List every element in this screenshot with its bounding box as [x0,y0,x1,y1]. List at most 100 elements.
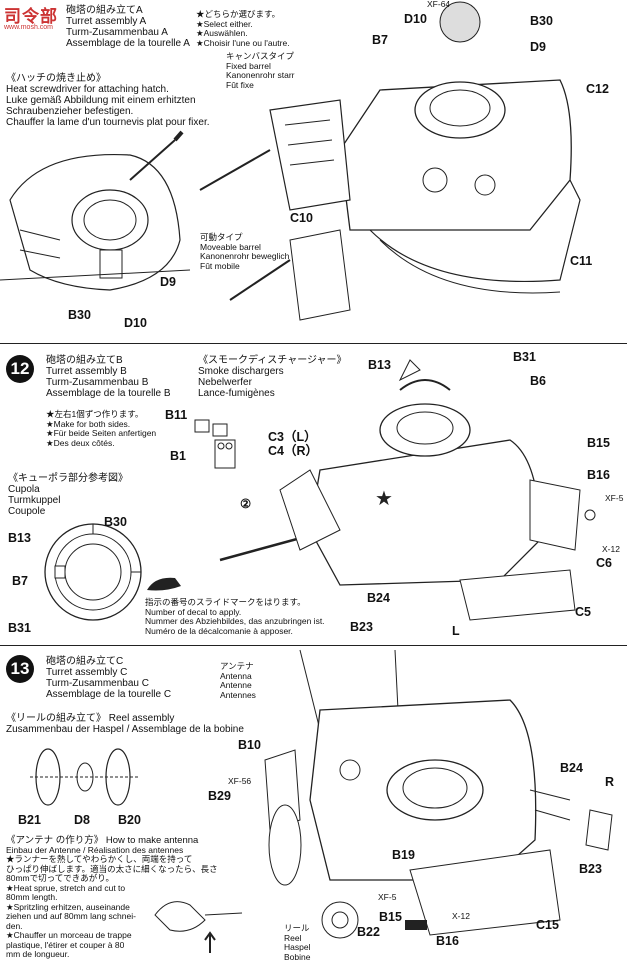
part-xf5: XF-5 [605,493,624,503]
part-b30-hatch: B30 [68,308,91,322]
decal-note-en: Number of decal to apply. [145,606,242,617]
part-b6: B6 [530,374,546,388]
select-note-en: ★Select either. [196,18,253,29]
step12-title-fr: Assemblage de la tourelle B [46,388,171,399]
step12-title-de: Turm-Zusammenbau B [46,377,149,388]
part-xf56: XF-56 [228,776,252,786]
part-c4: C4（R） [268,444,319,458]
part-b16-13: B16 [436,934,459,948]
step13-title-fr: Assemblage de la tourelle C [46,689,172,700]
part-b15-13: B15 [379,910,402,924]
decal-arrow-icon [147,577,181,591]
howto-sub: Einbau der Antenne / Réalisation des ant… [6,844,184,855]
both-sides-fr: ★Des deux côtés. [46,437,115,448]
howto-fr-2: plastique, l'étirer et couper à 80 [6,939,125,950]
part-b1: B1 [170,449,186,463]
part-b29: B29 [208,789,231,803]
step11-hatch-drawing [0,130,191,291]
part-b24: B24 [367,591,390,605]
reel-note-title: 《リールの組み立て》 Reel assembly [6,713,175,724]
howto-de-3: den. [6,920,23,931]
reel-label-en: Reel [284,932,302,943]
part-b19: B19 [392,848,415,862]
hatch-note-fr: Chauffer la lame d'un tournevis plat pou… [6,117,210,128]
divider-step11-12 [0,343,627,344]
cupola-note-en: Cupola [8,484,40,495]
movable-barrel-de: Kanonenrohr beweglich [200,251,290,261]
antenna-label-fr: Antennes [220,689,256,700]
smoke-note-en: Smoke dischargers [198,366,284,377]
step12-title-en: Turret assembly B [46,366,127,377]
part-r: R [605,775,615,789]
step13-title: 砲塔の組み立てC Turret assembly C Turm-Zusammen… [46,656,171,700]
part-c6: C6 [596,556,612,570]
part-l: L [452,624,460,638]
step11-title: 砲塔の組み立てA Turret assembly A Turm-Zusammen… [66,5,190,49]
step12-cupola-drawing [44,523,142,621]
part-b31-cupola: B31 [8,621,31,635]
step13-title-de: Turm-Zusammenbau C [46,678,149,689]
part-b23-13: B23 [579,862,602,876]
step13-reel-label: リール Reel Haspel Bobine [284,923,311,962]
part-b15: B15 [587,436,610,450]
part-b30-cupola: B30 [104,515,127,529]
howto-fr-1: ★Chauffer un morceau de trappe [6,930,132,940]
part-b22: B22 [357,925,380,939]
part-d9-hatch: D9 [160,275,176,289]
decal-ref-2: ② [240,497,252,511]
part-x12-13: X-12 [452,911,470,921]
step12-title: 砲塔の組み立てB Turret assembly B Turm-Zusammen… [46,355,171,399]
part-d8: D8 [74,813,90,827]
hatch-note-de: Luke gemäß Abbildung mit einem erhitzten [6,95,196,106]
fixed-barrel-ja: キャンバスタイプ [226,51,295,61]
step12-turret-drawing: ★ [219,359,596,621]
fixed-barrel-de: Kanonenrohr starr [226,70,295,80]
cupola-note-ja: 《キューポラ部分参考図》 [8,473,128,484]
howto-ja-2: ひっぱり伸ばします。適当の太さに細くなったら、長さ [6,863,218,874]
part-b10: B10 [238,738,261,752]
howto-en-2: 80mm length. [6,892,58,902]
antenna-label-de: Antenne [220,680,252,690]
fixed-barrel-fr: Fût fixe [226,79,254,90]
svg-text:★: ★ [375,488,393,510]
reel-label-de: Haspel [284,942,311,952]
watermark-logo: 司令部 [4,7,58,26]
part-b13: B13 [368,358,391,372]
step12-decal-note: 指示の番号のスライドマークをはります。 Number of decal to a… [145,597,325,636]
step11-title-de: Turm-Zusammenbau A [66,27,168,38]
step12-number: 12 [6,355,34,383]
reel-note-sub: Zusammenbau der Haspel / Assemblage de l… [6,724,244,735]
part-c5: C5 [575,605,591,619]
select-note-de: ★Auswählen. [196,28,248,38]
step13-antenna-label: アンテナ Antenna Antenne Antennes [220,661,256,700]
antenna-label-ja: アンテナ [220,661,254,671]
howto-de-1: ★Spritzling erhitzen, auseinande [6,901,130,912]
part-xf5-13: XF-5 [378,892,397,902]
part-c10: C10 [290,211,313,225]
step13-reel-note: 《リールの組み立て》 Reel assembly Zusammenbau der… [6,713,244,735]
part-b24-13: B24 [560,761,583,775]
movable-barrel-ja: 可動タイプ [200,232,243,242]
both-sides-de: ★Für beide Seiten anfertigen [46,428,157,438]
step13-title-ja: 砲塔の組み立てC [46,656,124,667]
step12-cupola-note: 《キューポラ部分参考図》 Cupola Turmkuppel Coupole [8,473,128,517]
cupola-note-fr: Coupole [8,506,46,517]
decal-note-ja: 指示の番号のスライドマークをはります。 [145,597,306,607]
both-sides-ja: ★左右1個ずつ作ります。 [46,409,144,419]
part-c12: C12 [586,82,609,96]
part-b30: B30 [530,14,553,28]
step11-hatch-note: 《ハッチの焼き止め》 Heat screwdriver for attachin… [6,73,210,128]
part-b21: B21 [18,813,41,827]
divider-step12-13 [0,645,627,646]
part-b7: B7 [372,33,388,47]
part-c3: C3（L） [268,430,317,444]
smoke-note-ja: 《スモークディスチャージャー》 [198,355,347,366]
step13-number: 13 [6,655,34,683]
hatch-note-ja: 《ハッチの焼き止め》 [6,73,106,84]
movable-barrel-en: Moveable barrel [200,241,261,252]
step11-title-en: Turret assembly A [66,16,147,27]
hatch-note-de2: Schraubenzieher befestigen. [6,106,134,117]
part-d9: D9 [530,40,546,54]
howto-en-1: ★Heat sprue, stretch and cut to [6,882,126,893]
part-xf64: XF-64 [427,0,451,9]
